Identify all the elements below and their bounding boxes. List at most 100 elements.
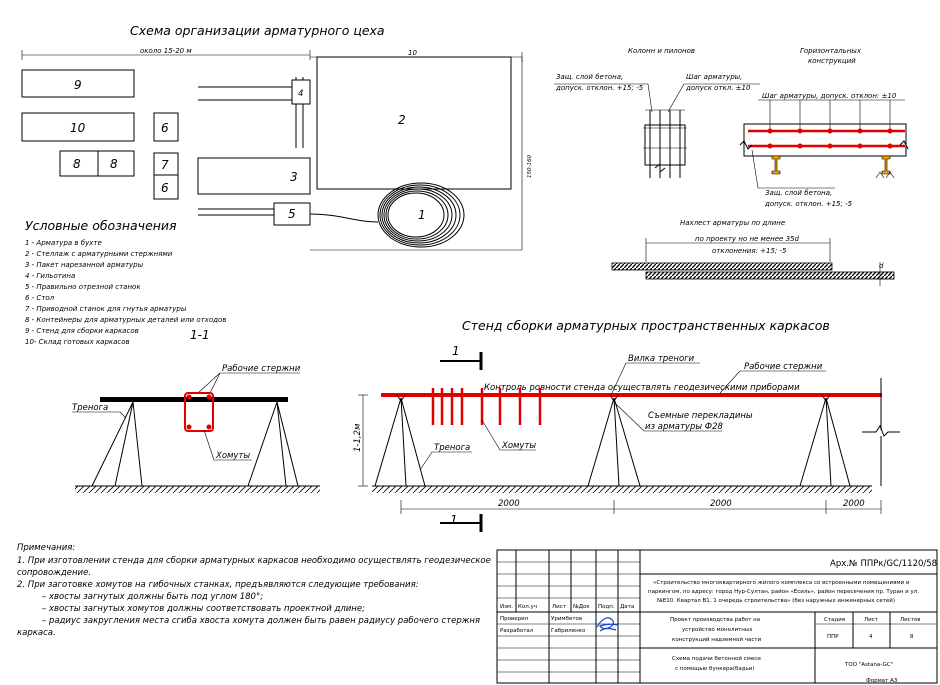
legend-item: 2 - Стеллаж с арматурными стержнями — [25, 250, 173, 258]
legend-item: 10- Склад готовых каркасов — [25, 338, 130, 346]
block-8-b — [97, 150, 135, 177]
legend-item: 7 - Приводной станок для гнутья арматуры — [25, 305, 187, 313]
crossbars-2: из арматуры Ф28 — [645, 422, 723, 432]
lap-note-2: отклонения: +15; -5 — [712, 247, 787, 255]
section-tripod-label: Тренога — [72, 403, 108, 413]
details: Колонн и пилонов Горизонтальных конструк… — [554, 47, 909, 286]
block-9 — [21, 69, 135, 98]
block-4 — [291, 79, 311, 105]
workshop-scheme: Схема организации арматурного цеха около… — [21, 23, 533, 251]
rebar-bottom — [645, 271, 895, 280]
block-9-label: 9 — [74, 78, 82, 92]
work-line: устройство монолитных — [682, 626, 753, 633]
stage-value: ППР — [827, 634, 839, 640]
checked-name: Уримбетов — [551, 616, 582, 622]
note-line: 2. При заготовке хомутов на гибочных ста… — [17, 580, 419, 590]
cut-label-top: 1 — [452, 344, 460, 358]
sheet-header: Лист — [864, 617, 879, 623]
signature — [596, 617, 619, 632]
step-2: Шаг арматуры, допуск. отклон: ±10 — [762, 92, 897, 100]
sheet-value: 4 — [869, 634, 873, 640]
legend-item: 1 - Арматура в бухте — [25, 239, 102, 247]
block-6-bottom-label: 6 — [161, 181, 169, 195]
block-3 — [197, 157, 311, 195]
cover-1a: Защ. слой бетона, — [556, 73, 623, 81]
sheets-header: Листов — [900, 617, 921, 623]
stage-header: Стадия — [824, 617, 845, 623]
height-label: 1-1,2м — [353, 423, 363, 452]
workshop-title: Схема организации арматурного цеха — [130, 23, 385, 38]
stirrup-cage — [184, 392, 214, 432]
dev-name: Габриленко — [551, 628, 586, 634]
title-block: Изм. Кол.уч Лист №Док Подп. Дата Провери… — [496, 549, 938, 684]
block-7-label: 7 — [161, 158, 169, 172]
note-line: каркаса. — [17, 628, 56, 638]
project-line: №E10. Квартал В1. 1 очередь строительств… — [657, 597, 895, 604]
lap-d: d — [879, 262, 884, 270]
block-10 — [21, 112, 135, 142]
legend-item: 6 - Стол — [25, 294, 55, 302]
assembly-stand: Стенд сборки арматурных пространственных… — [353, 318, 900, 532]
col-data: Дата — [620, 604, 634, 610]
lap-note-1: по проекту но не менее 35d — [695, 235, 799, 243]
legend: Условные обозначения 1 - Арматура в бухт… — [25, 218, 226, 346]
project-line: паркингом, по адресу: город Нур-Султан, … — [648, 588, 919, 595]
checked-role: Проверил — [500, 616, 529, 622]
cover-2a: Защ. слой бетона, — [765, 189, 832, 197]
project-line: «Строительство многоквартирного жилого к… — [653, 580, 910, 586]
dev-role: Разработал — [500, 628, 534, 634]
dim-vertical-label: 150-160 — [527, 155, 533, 178]
dim-2000-b: 2000 — [710, 499, 732, 509]
dim-2000-c: 2000 — [843, 499, 865, 509]
block-1-label: 1 — [418, 208, 426, 222]
note-line: – радиус закругления места сгиба хвоста … — [42, 616, 480, 626]
col-list: Лист — [552, 604, 567, 610]
note-line: 1. При изготовлении стенда для сборки ар… — [17, 556, 491, 566]
tripods — [374, 394, 851, 487]
stand-tripod-label: Тренога — [434, 443, 470, 453]
stand-bars-label: Рабочие стержни — [744, 362, 823, 372]
section-stirrups-label: Хомуты — [215, 451, 250, 461]
col-ndok: №Док — [573, 604, 590, 610]
dim-2000-a: 2000 — [498, 499, 520, 509]
dim-10-label: 10 — [408, 49, 417, 57]
note-line: – хвосты загнутых должны быть под углом … — [42, 592, 263, 602]
stirrups — [431, 388, 542, 425]
note-line: сопровождение. — [17, 568, 91, 578]
stand-stirrups-label: Хомуты — [501, 441, 536, 451]
stand-beam — [100, 397, 288, 402]
notes-head: Примечания: — [17, 543, 75, 553]
notes: Примечания: 1. При изготовлении стенда д… — [17, 543, 491, 638]
work-line: конструкций надземной части — [672, 636, 762, 643]
block-2-label: 2 — [398, 113, 406, 127]
control-note: Контроль ровности стенда осуществлять ге… — [484, 383, 800, 393]
company: ТОО "Astana-GC" — [844, 662, 893, 668]
drawing-line: с помощью бункера(бадьи) — [675, 666, 755, 672]
legend-title: Условные обозначения — [25, 218, 177, 233]
block-8-a-label: 8 — [73, 157, 81, 171]
cover-1b: допуск. отклон. +15; -5 — [555, 84, 644, 92]
rebar-coil — [377, 182, 465, 248]
col-izm: Изм. — [500, 604, 513, 610]
column-detail: Защ. слой бетона, допуск. отклон. +15; -… — [554, 73, 760, 178]
block-8-a — [59, 150, 99, 177]
rebar-top — [611, 262, 833, 271]
block-5-label: 5 — [288, 207, 296, 221]
section-bars-label: Рабочие стержни — [222, 364, 301, 374]
format-label: Формат А3 — [866, 678, 898, 684]
legend-item: 8 - Контейнеры для арматурных деталей ил… — [25, 316, 226, 324]
block-6-top-label: 6 — [161, 121, 169, 135]
block-8-b-label: 8 — [110, 157, 118, 171]
legend-item: 3 - Пакет нарезанной арматуры — [25, 261, 144, 269]
columns-title: Колонн и пилонов — [628, 47, 695, 55]
legend-item: 4 - Гильотина — [25, 272, 75, 280]
section-label: 1-1 — [190, 328, 210, 342]
archive-code: Арх.№ ППРк/GC/1120/58 — [830, 559, 937, 569]
block-6-top — [153, 112, 179, 142]
block-4-label: 4 — [298, 89, 303, 99]
block-6-bottom — [153, 174, 179, 200]
horizontal-title-2: конструкций — [808, 57, 856, 65]
step-1a: Шаг арматуры, — [686, 73, 742, 81]
legend-item: 5 - Правильно отрезной станок — [25, 283, 141, 291]
